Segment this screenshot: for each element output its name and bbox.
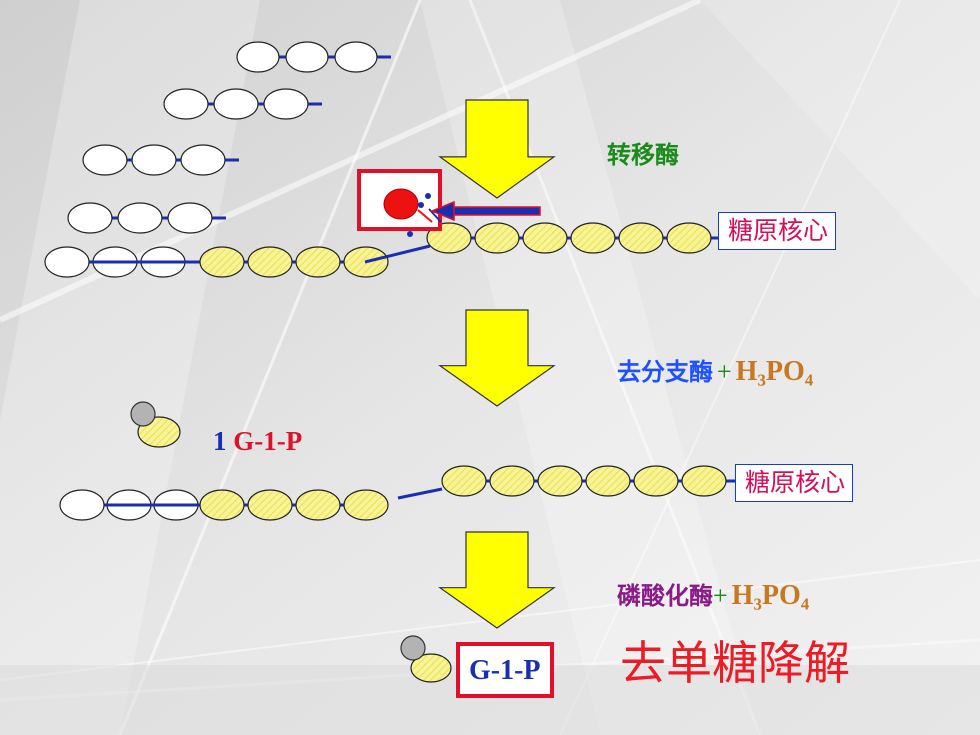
glucose-unit (285, 41, 329, 73)
dot-icon (425, 193, 431, 199)
phosphoric-acid-label: H₃PO₄ (735, 356, 814, 387)
transferase-label: 转移酶 (607, 141, 679, 169)
g1p-label-small: G-1-P (233, 426, 303, 456)
glucose-unit-yellow (474, 222, 520, 254)
debranching-label: 去分支酶 (617, 358, 713, 386)
enzyme-bond-line (417, 209, 433, 223)
phosphate-group-icon (400, 635, 426, 661)
glucose-unit (213, 88, 259, 120)
glucose-unit-yellow (489, 465, 535, 497)
released-count: 1 G-1-P (213, 428, 302, 455)
glucose-unit-yellow (666, 222, 712, 254)
glucose-unit-yellow (295, 246, 341, 278)
monosaccharide-degradation-label: 去单糖降解 (620, 636, 850, 690)
glucose-unit-yellow (681, 465, 727, 497)
glucose-unit (263, 88, 309, 120)
glucose-unit (59, 489, 105, 521)
phosphorylase-equation: 磷酸化酶+ H₃PO₄ (617, 582, 809, 610)
glucose-unit (82, 144, 128, 176)
glucose-unit (67, 202, 113, 234)
dot-icon (407, 231, 413, 237)
glucose-unit (334, 41, 378, 73)
final-glucose-icon (410, 653, 452, 683)
glucose-unit-yellow (295, 489, 341, 521)
down-arrow-icon (438, 309, 556, 407)
count-number: 1 (213, 426, 227, 456)
enzyme-glucose-icon (383, 188, 419, 220)
branch-connector (364, 244, 431, 264)
phosphate-group-icon (130, 401, 156, 427)
glycogen-core-box-1: 糖原核心 (718, 212, 837, 250)
glucose-unit (44, 246, 90, 278)
plus-sign: + (717, 357, 732, 386)
debranching-equation: 去分支酶 + H₃PO₄ (617, 358, 813, 386)
glucose-unit-yellow (618, 222, 664, 254)
phosphorylase-label: 磷酸化酶 (617, 582, 713, 610)
down-arrow-icon (438, 531, 556, 629)
glucose-unit-yellow (441, 465, 487, 497)
glucose-unit (117, 202, 163, 234)
branch-connector (397, 487, 443, 500)
transfer-arrow-head (430, 200, 455, 222)
glycogen-core-box-2: 糖原核心 (735, 464, 854, 502)
down-arrow-icon (438, 99, 556, 199)
glucose-unit (163, 88, 209, 120)
glucose-unit (236, 41, 280, 73)
glucose-unit-yellow (199, 489, 245, 521)
glucose-unit-yellow (343, 489, 389, 521)
glucose-unit (131, 144, 177, 176)
plus-sign: + (713, 581, 728, 610)
glucose-unit-yellow (247, 489, 293, 521)
glucose-unit-yellow (537, 465, 583, 497)
glucose-unit-yellow (633, 465, 679, 497)
glucose-unit (167, 202, 213, 234)
glucose-unit-yellow (199, 246, 245, 278)
glucose-unit-yellow (247, 246, 293, 278)
g1p-product-box: G-1-P (456, 642, 554, 698)
glucose-unit (180, 144, 226, 176)
glucose-unit-yellow (585, 465, 631, 497)
phosphoric-acid-label: H₃PO₄ (731, 580, 810, 611)
glucose-unit-yellow (570, 222, 616, 254)
glucose-unit-yellow (522, 222, 568, 254)
transfer-arrow-shaft (453, 206, 541, 216)
dot-icon (418, 202, 424, 208)
